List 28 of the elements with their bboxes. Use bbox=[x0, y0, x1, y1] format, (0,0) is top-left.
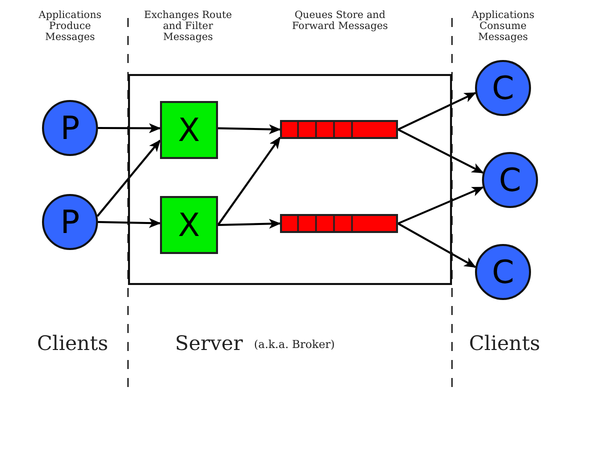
section-label: Clients bbox=[37, 331, 108, 355]
arrow bbox=[218, 124, 281, 134]
circle-node: P bbox=[42, 100, 98, 156]
queue-bar bbox=[280, 120, 398, 139]
column-heading: Queues Store and Forward Messages bbox=[291, 10, 389, 32]
arrow bbox=[98, 123, 161, 134]
column-heading: Applications Consume Messages bbox=[470, 10, 536, 43]
section-note: (a.k.a. Broker) bbox=[254, 338, 335, 352]
arrow bbox=[398, 128, 484, 174]
arrow bbox=[398, 92, 476, 130]
section-label: Server bbox=[175, 331, 243, 355]
arrow bbox=[98, 218, 161, 228]
arrow bbox=[398, 222, 476, 268]
column-heading: Exchanges Route and Filter Messages bbox=[143, 10, 233, 43]
square-node: X bbox=[160, 101, 218, 159]
section-label: Clients bbox=[469, 331, 540, 355]
circle-node: P bbox=[42, 194, 98, 250]
server-frame bbox=[128, 74, 452, 285]
arrow bbox=[217, 136, 281, 226]
column-heading: Applications Produce Messages bbox=[38, 10, 102, 43]
circle-node: C bbox=[482, 152, 538, 208]
arrow bbox=[96, 140, 161, 217]
square-node: X bbox=[160, 196, 218, 254]
queue-bar bbox=[280, 214, 398, 233]
circle-node: C bbox=[475, 244, 531, 300]
arrow bbox=[218, 218, 281, 229]
circle-node: C bbox=[475, 60, 531, 116]
arrow bbox=[398, 186, 484, 224]
